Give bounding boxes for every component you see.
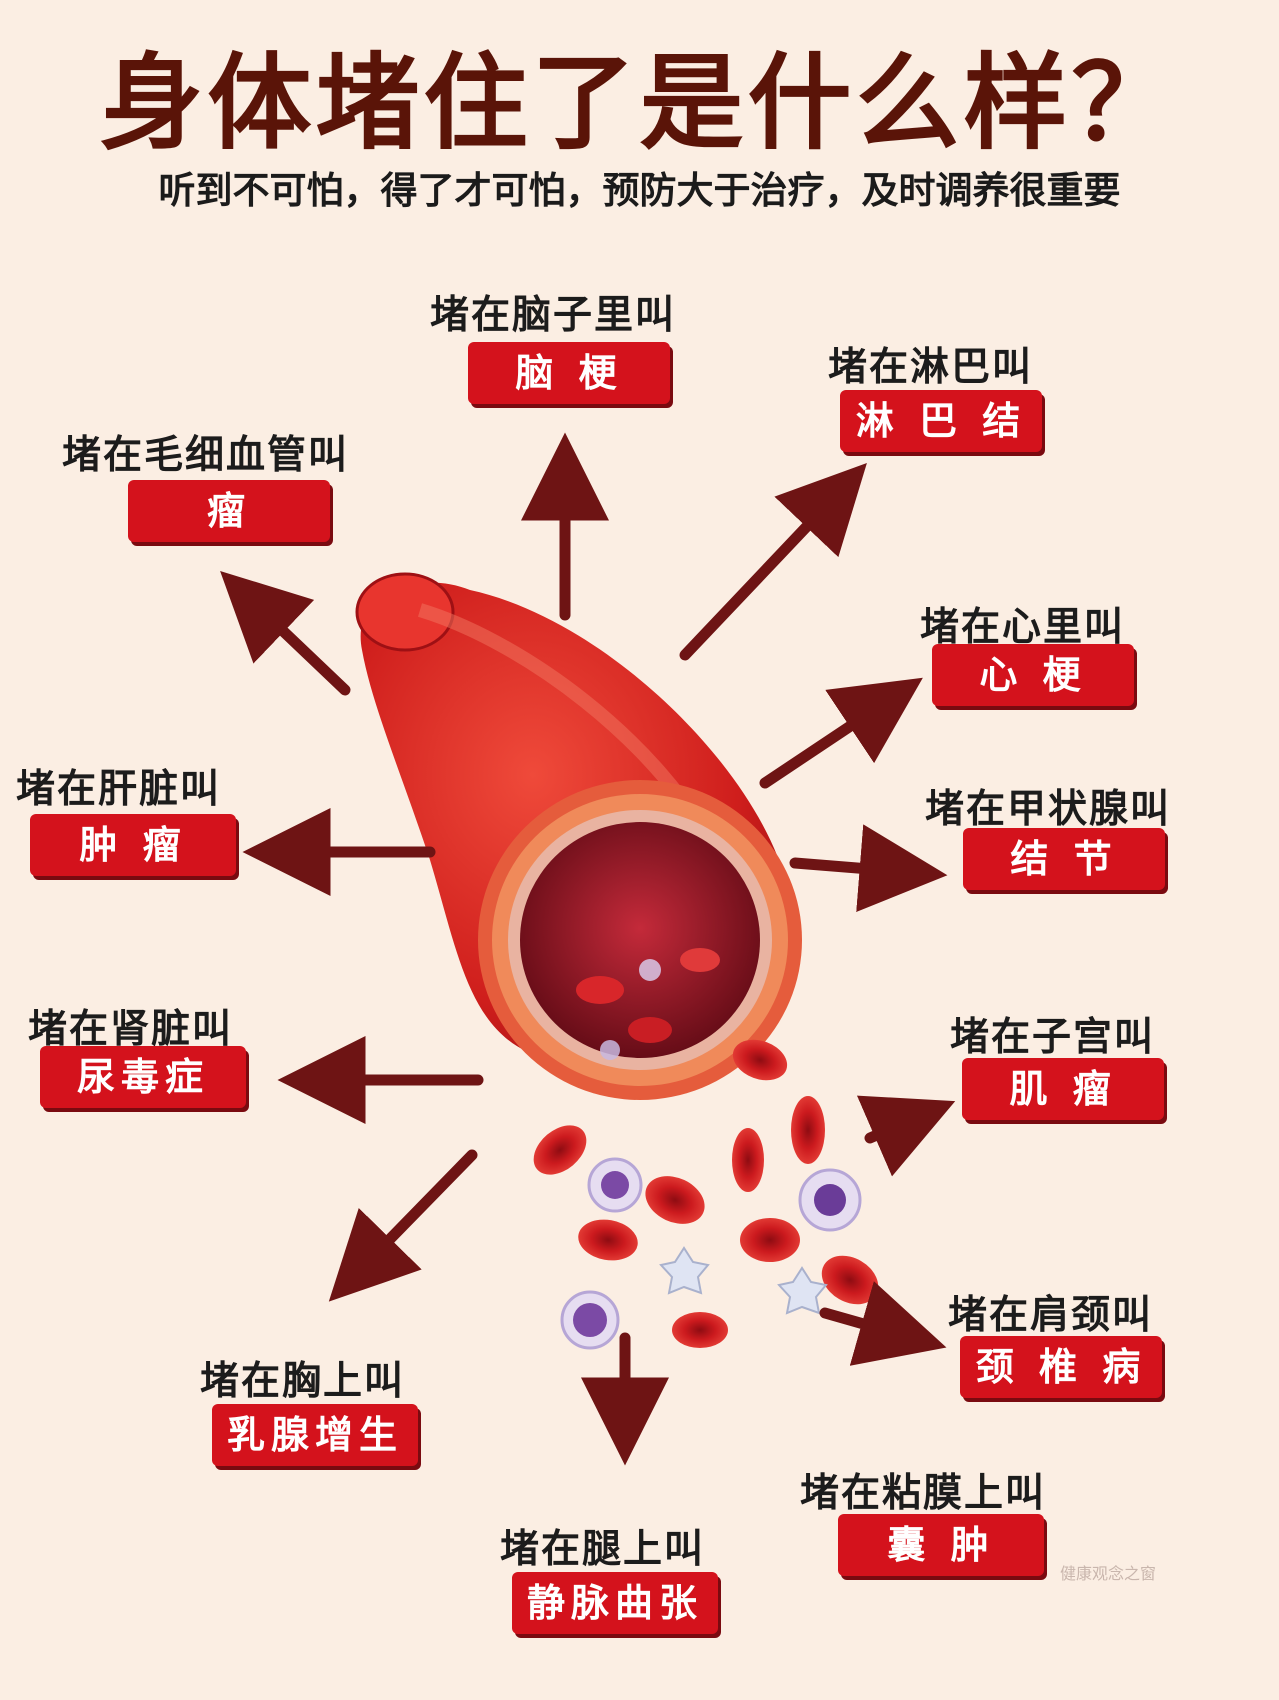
badge-capillary: 瘤 — [128, 480, 330, 542]
label-lymph: 堵在淋巴叫 — [828, 345, 1034, 390]
arrow-uterus — [856, 1095, 956, 1177]
vessel-cross-section — [478, 780, 802, 1100]
badge-thyroid: 结 节 — [963, 828, 1165, 890]
item-lymph: 堵在淋巴叫 淋 巴 结 — [828, 336, 1042, 452]
arrow-thyroid — [789, 824, 948, 913]
item-mucosa: 堵在粘膜上叫 囊 肿 — [800, 1462, 1047, 1576]
label-neck: 堵在肩颈叫 — [948, 1293, 1154, 1338]
arrow-capillary — [220, 571, 351, 696]
label-kidney: 堵在肾脏叫 — [28, 1007, 234, 1052]
item-chest: 堵在胸上叫 乳腺增生 — [200, 1350, 418, 1466]
arrow-lymph — [679, 463, 867, 661]
item-neck: 堵在肩颈叫 颈 椎 病 — [948, 1284, 1162, 1398]
badge-liver: 肿 瘤 — [30, 814, 236, 876]
item-brain: 堵在脑子里叫 脑 梗 — [430, 284, 677, 404]
label-brain: 堵在脑子里叫 — [430, 293, 677, 338]
arrow-chest — [328, 1149, 478, 1302]
item-leg: 堵在腿上叫 静脉曲张 — [500, 1518, 718, 1634]
badge-heart: 心 梗 — [932, 644, 1134, 706]
badge-brain: 脑 梗 — [468, 342, 670, 404]
label-thyroid: 堵在甲状腺叫 — [925, 787, 1172, 832]
badge-lymph: 淋 巴 结 — [840, 390, 1042, 452]
item-liver: 堵在肝脏叫 肿 瘤 — [16, 758, 236, 876]
label-liver: 堵在肝脏叫 — [16, 767, 222, 812]
item-thyroid: 堵在甲状腺叫 结 节 — [925, 778, 1172, 890]
item-kidney: 堵在肾脏叫 尿毒症 — [28, 998, 246, 1108]
badge-chest: 乳腺增生 — [212, 1404, 418, 1466]
watermark: 健康观念之窗 — [1060, 1564, 1157, 1583]
badge-uterus: 肌 瘤 — [962, 1058, 1164, 1120]
label-heart: 堵在心里叫 — [920, 605, 1126, 650]
badge-leg: 静脉曲张 — [512, 1572, 718, 1634]
arrow-neck — [819, 1281, 947, 1366]
badge-mucosa: 囊 肿 — [838, 1514, 1044, 1576]
label-capillary: 堵在毛细血管叫 — [62, 433, 350, 478]
item-uterus: 堵在子宫叫 肌 瘤 — [950, 1006, 1164, 1120]
label-mucosa: 堵在粘膜上叫 — [800, 1471, 1047, 1516]
page-title: 身体堵住了是什么样？ — [99, 42, 1180, 164]
label-uterus: 堵在子宫叫 — [950, 1015, 1156, 1060]
badge-kidney: 尿毒症 — [40, 1046, 246, 1108]
item-capillary: 堵在毛细血管叫 瘤 — [62, 424, 350, 542]
item-heart: 堵在心里叫 心 梗 — [920, 596, 1134, 706]
label-chest: 堵在胸上叫 — [200, 1359, 406, 1404]
label-leg: 堵在腿上叫 — [500, 1527, 706, 1572]
arrow-heart — [759, 677, 923, 789]
page-subtitle: 听到不可怕，得了才可怕，预防大于治疗，及时调养很重要 — [158, 169, 1121, 212]
badge-neck: 颈 椎 病 — [960, 1336, 1162, 1398]
